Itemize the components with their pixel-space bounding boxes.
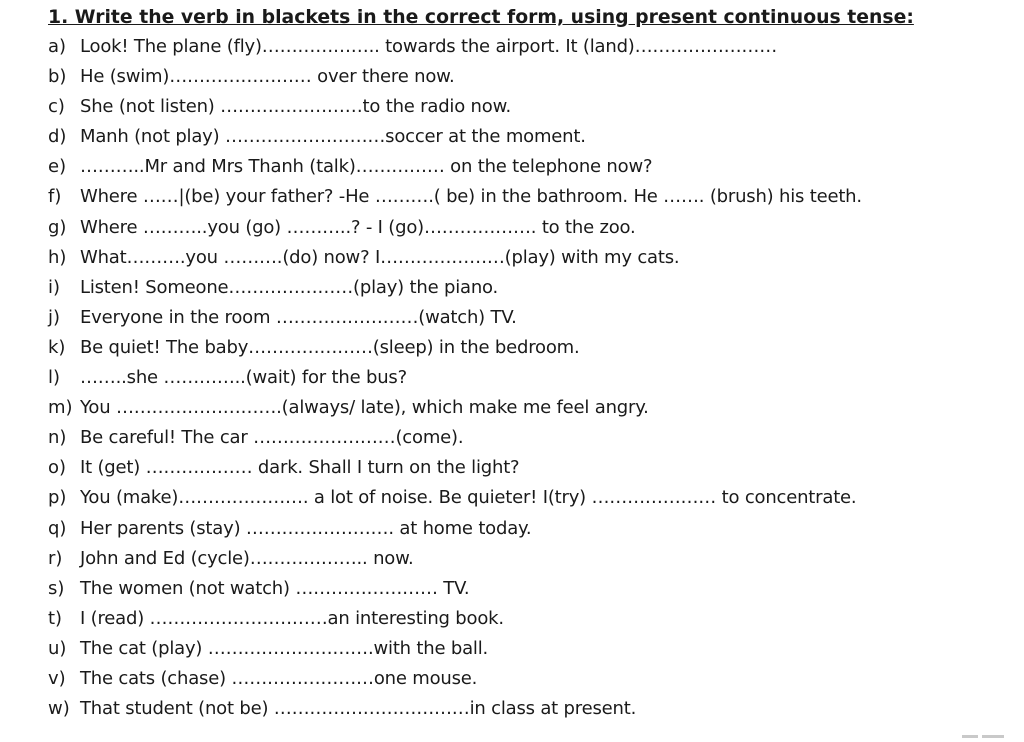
exercise-sentence: ………..Mr and Mrs Thanh (talk)…………… on the…: [80, 156, 653, 178]
exercise-letter: k): [48, 336, 66, 358]
exercise-item: j) Everyone in the room ……………………(watch) T…: [48, 303, 1024, 333]
exercise-item: f) Where ……|(be) your father? -He ……….( b…: [48, 182, 1024, 212]
exercise-sentence: You (make)…………………. a lot of noise. Be qu…: [80, 487, 857, 509]
exercise-letter: f): [48, 186, 62, 208]
worksheet-title: 1. Write the verb in blackets in the cor…: [48, 6, 914, 28]
exercise-letter: r): [48, 547, 63, 569]
exercise-item: v) The cats (chase) ……………………one mouse.: [48, 664, 1024, 694]
exercise-item: a) Look! The plane (fly)……………….. towards …: [48, 32, 1024, 62]
exercise-item: g) Where ………..you (go) ………..? - I (go)…………: [48, 213, 1024, 243]
exercise-sentence: You ……………………….(always/ late), which make…: [80, 397, 649, 419]
exercise-letter: l): [48, 367, 61, 389]
exercise-letter: e): [48, 156, 67, 178]
exercise-sentence: ……..she …………..(wait) for the bus?: [80, 367, 407, 389]
exercise-letter: q): [48, 517, 67, 539]
exercise-sentence: Look! The plane (fly)……………….. towards th…: [80, 36, 778, 57]
exercise-letter: g): [48, 216, 67, 238]
exercise-sentence: I (read) …………………………an interesting book.: [80, 607, 504, 629]
exercise-item: p) You (make)…………………. a lot of noise. Be …: [48, 483, 1024, 513]
exercise-sentence: Be careful! The car ……………………(come).: [80, 427, 464, 449]
exercise-sentence: The cat (play) ……………………….with the ball.: [80, 637, 489, 659]
exercise-item: r) John and Ed (cycle)……………….. now.: [48, 544, 1024, 574]
exercise-item: l) ……..she …………..(wait) for the bus?: [48, 363, 1024, 393]
exercise-item: n) Be careful! The car ……………………(come).: [48, 423, 1024, 453]
exercise-sentence: What……….you ……….(do) now? I…………………(play)…: [80, 246, 680, 268]
exercise-letter: i): [48, 276, 61, 298]
exercise-letter: a): [48, 36, 67, 57]
exercise-letter: d): [48, 126, 67, 148]
exercise-sentence: Everyone in the room ……………………(watch) TV.: [80, 306, 517, 328]
exercise-item: i) Listen! Someone…………………(play) the piano…: [48, 273, 1024, 303]
exercise-item: b) He (swim)…………………… over there now.: [48, 62, 1024, 92]
exercise-sentence: That student (not be) ……………………………in clas…: [80, 698, 637, 720]
exercise-item: s) The women (not watch) …………………… TV.: [48, 574, 1024, 604]
exercise-letter: h): [48, 246, 67, 268]
exercise-sentence: It (get) ……………… dark. Shall I turn on th…: [80, 457, 520, 479]
edge-mark: [982, 735, 1004, 738]
exercise-item: k) Be quiet! The baby…………………(sleep) in th…: [48, 333, 1024, 363]
exercise-letter: n): [48, 427, 67, 449]
exercise-item: o) It (get) ……………… dark. Shall I turn on …: [48, 453, 1024, 483]
exercise-letter: v): [48, 667, 66, 689]
exercise-sentence: She (not listen) ……………………to the radio no…: [80, 96, 511, 118]
exercise-letter: p): [48, 487, 67, 509]
exercise-sentence: John and Ed (cycle)……………….. now.: [80, 547, 414, 569]
exercise-letter: m): [48, 397, 73, 419]
exercise-letter: o): [48, 457, 67, 479]
exercise-sentence: Where ………..you (go) ………..? - I (go)………………: [80, 216, 636, 238]
exercise-item: m) You ……………………….(always/ late), which ma…: [48, 393, 1024, 423]
exercise-sentence: Manh (not play) ………………………soccer at the m…: [80, 126, 586, 148]
exercise-sentence: Her parents (stay) ……………………. at home tod…: [80, 517, 532, 539]
exercise-letter: b): [48, 66, 67, 88]
exercise-list: a) Look! The plane (fly)……………….. towards …: [48, 32, 1024, 724]
edge-decoration: [962, 723, 1018, 738]
exercise-item: d) Manh (not play) ………………………soccer at the…: [48, 122, 1024, 152]
exercise-item: t) I (read) …………………………an interesting book…: [48, 604, 1024, 634]
exercise-letter: j): [48, 306, 61, 328]
exercise-sentence: Listen! Someone…………………(play) the piano.: [80, 276, 499, 298]
exercise-letter: u): [48, 637, 67, 659]
exercise-sentence: The women (not watch) …………………… TV.: [80, 577, 470, 599]
exercise-item: h) What……….you ……….(do) now? I…………………(pla…: [48, 243, 1024, 273]
exercise-sentence: Where ……|(be) your father? -He ……….( be)…: [80, 186, 862, 208]
exercise-sentence: He (swim)…………………… over there now.: [80, 66, 455, 88]
exercise-letter: t): [48, 607, 63, 629]
exercise-sentence: The cats (chase) ……………………one mouse.: [80, 667, 478, 689]
exercise-item: u) The cat (play) ……………………….with the ball…: [48, 634, 1024, 664]
exercise-letter: c): [48, 96, 65, 118]
exercise-letter: s): [48, 577, 65, 599]
exercise-item: e) ………..Mr and Mrs Thanh (talk)…………… on t…: [48, 152, 1024, 182]
exercise-sentence: Be quiet! The baby…………………(sleep) in the …: [80, 336, 580, 358]
exercise-item: c) She (not listen) ……………………to the radio …: [48, 92, 1024, 122]
exercise-item: w) That student (not be) ……………………………in cl…: [48, 694, 1024, 724]
edge-mark: [962, 735, 978, 738]
exercise-item: q) Her parents (stay) ……………………. at home t…: [48, 514, 1024, 544]
exercise-letter: w): [48, 698, 70, 720]
